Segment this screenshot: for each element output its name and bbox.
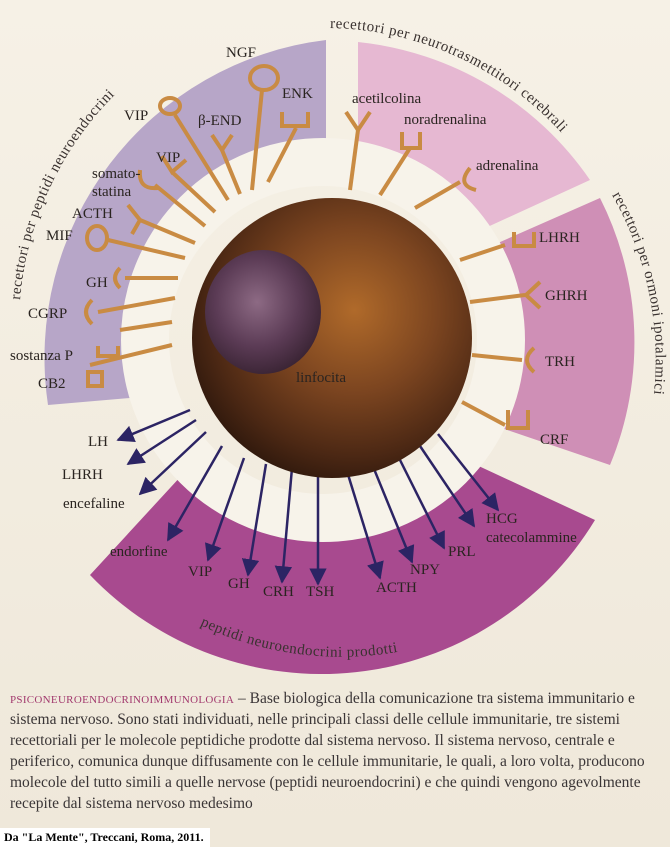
right-receptors <box>459 232 542 430</box>
label-lhrh-receptor: LHRH <box>539 230 580 246</box>
label-acetilcolina: acetilcolina <box>352 91 421 107</box>
caption-heading: psiconeuroendocrinoimmunologia <box>10 690 235 707</box>
figure-caption: psiconeuroendocrinoimmunologia – Base bi… <box>10 688 660 814</box>
label-somatostatina-2: statina <box>92 184 131 200</box>
label-cgrp: CGRP <box>28 306 67 322</box>
label-beta-end: β-END <box>198 113 242 129</box>
label-adrenalina: adrenalina <box>476 158 539 174</box>
top-right-receptors <box>344 110 477 210</box>
label-gh: GH <box>86 275 108 291</box>
label-vip-product: VIP <box>188 564 212 580</box>
label-acth-product: ACTH <box>376 580 417 596</box>
label-catecolammine: catecolammine <box>486 530 577 546</box>
bottom-product-sector <box>90 450 595 674</box>
label-gh-product: GH <box>228 576 250 592</box>
top-right-receptor-sector <box>358 42 590 235</box>
label-tsh: TSH <box>306 584 335 600</box>
label-mif: MIF <box>46 228 73 244</box>
label-vip-2: VIP <box>156 150 180 166</box>
label-crf: CRF <box>540 432 568 448</box>
label-endorfine: endorfine <box>110 544 168 560</box>
caption-text: – Base biologica della comunicazione tra… <box>10 690 645 812</box>
right-receptor-sector <box>478 198 635 465</box>
source-credit: Da "La Mente", Treccani, Roma, 2011. <box>0 828 210 847</box>
label-somatostatina-1: somato- <box>92 166 140 182</box>
label-hcg: HCG <box>486 511 518 527</box>
cell-nucleus <box>205 250 321 374</box>
product-arrows <box>116 408 500 586</box>
label-noradrenalina: noradrenalina <box>404 112 487 128</box>
label-ngf: NGF <box>226 45 256 61</box>
label-encefaline: encefaline <box>63 496 125 512</box>
label-lhrh-product: LHRH <box>62 467 103 483</box>
left-receptors <box>84 64 310 388</box>
label-enk: ENK <box>282 86 313 102</box>
label-prl: PRL <box>448 544 476 560</box>
label-sostanza-p: sostanza P <box>10 348 73 364</box>
label-lh: LH <box>88 434 108 450</box>
lymphocyte-receptor-diagram: recettori per neurotrasmettitori cerebra… <box>8 16 667 674</box>
label-ghrh: GHRH <box>545 288 588 304</box>
label-crh: CRH <box>263 584 294 600</box>
label-cb2: CB2 <box>38 376 66 392</box>
label-npy: NPY <box>410 562 440 578</box>
center-label: linfocita <box>296 370 346 386</box>
label-trh: TRH <box>545 354 575 370</box>
label-vip-1: VIP <box>124 108 148 124</box>
label-acth: ACTH <box>72 206 113 222</box>
